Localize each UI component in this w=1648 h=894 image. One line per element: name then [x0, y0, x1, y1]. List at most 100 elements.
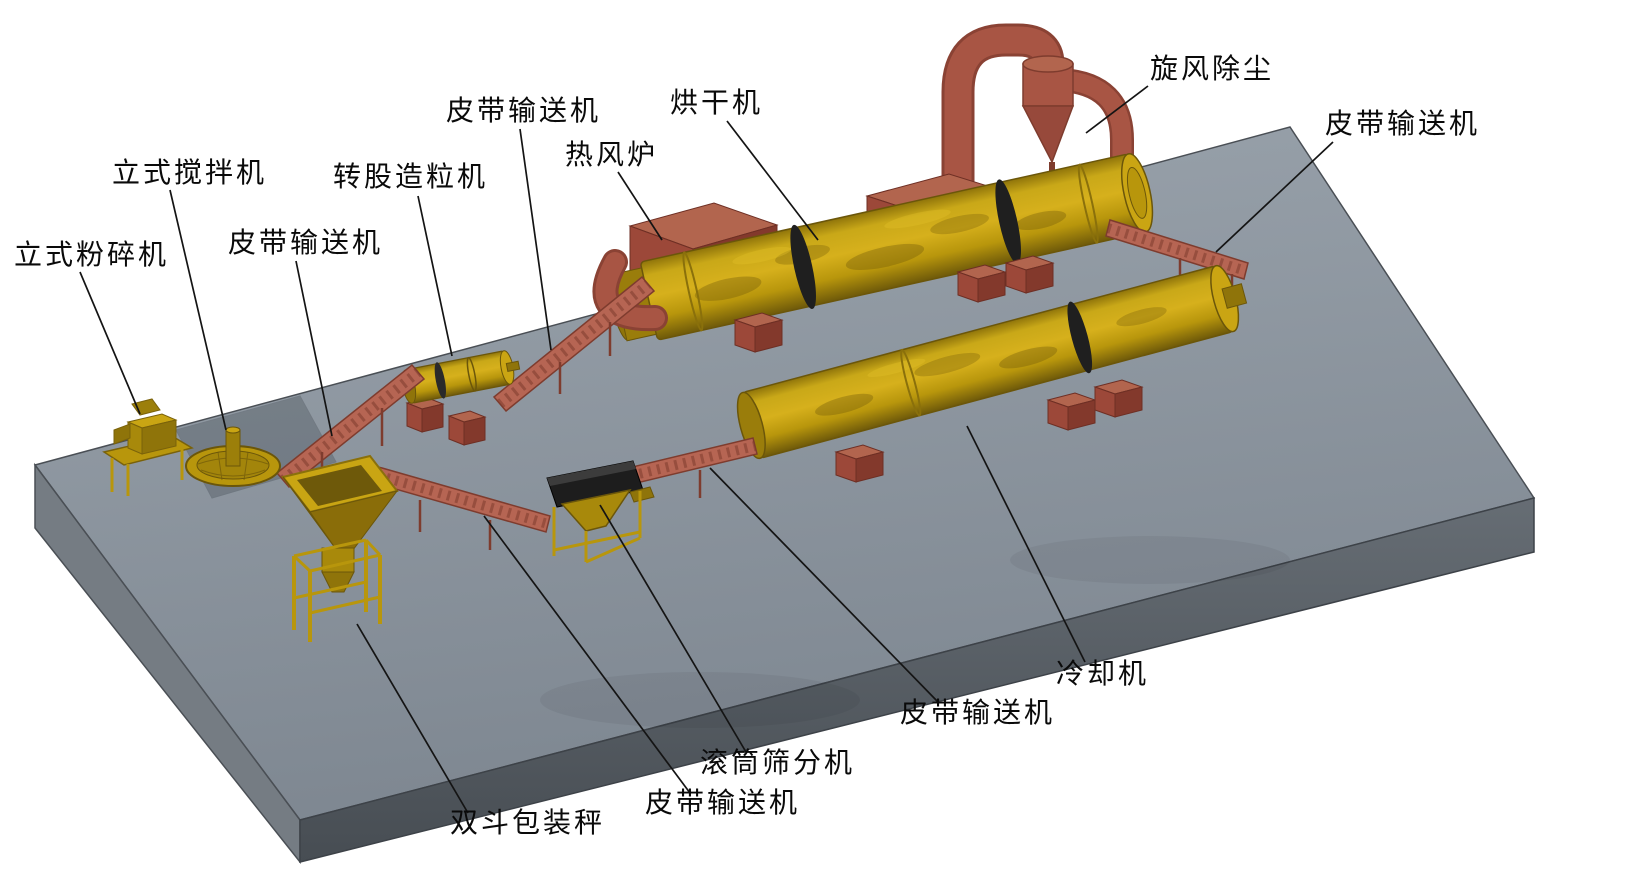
stand-rail [292, 554, 312, 573]
mixer-post [225, 429, 241, 467]
support-block [1093, 379, 1144, 418]
leader-line [599, 504, 747, 753]
cyclone-cone [1021, 105, 1075, 164]
block-side [977, 271, 1006, 303]
rotary-dryer [609, 152, 1154, 342]
shell-highlight [884, 209, 951, 229]
support-block [447, 410, 487, 446]
label-vertical-mixer: 立式搅拌机 [112, 157, 267, 431]
shell-highlight [732, 246, 792, 265]
label-cyclone-dust-collector: 旋风除尘 [1085, 53, 1274, 134]
label-belt-conveyor-4: 皮带输送机 [709, 467, 1055, 729]
block-side [463, 416, 486, 446]
label-text: 冷却机 [1056, 658, 1149, 690]
shell-texture [1116, 307, 1167, 327]
label-text: 皮带输送机 [645, 787, 800, 819]
leader-line [417, 195, 453, 357]
label-hot-air-furnace: 热风炉 [565, 139, 663, 241]
label-vertical-crusher: 立式粉碎机 [14, 239, 169, 415]
shell-seam [682, 251, 704, 332]
leader-line [709, 467, 939, 703]
granulator-shaft [505, 360, 521, 372]
shell-texture [1015, 210, 1067, 231]
shell-texture [914, 352, 981, 377]
riding-ring [1067, 301, 1093, 374]
belt-truss [350, 463, 550, 529]
label-text: 烘干机 [670, 87, 763, 119]
label-belt-conveyor-5: 皮带输送机 [483, 515, 800, 819]
shell-seam [900, 348, 922, 417]
leader-line [169, 189, 227, 431]
platform-stain [1010, 536, 1290, 584]
shell-texture [999, 346, 1058, 369]
leader-line [617, 171, 663, 241]
riding-ring [995, 179, 1022, 264]
cooler-left-cap [736, 391, 766, 460]
belt-frame [492, 275, 656, 413]
label-rotary-cooler: 冷却机 [966, 425, 1149, 690]
belt-conveyor-2 [492, 275, 656, 413]
rotary-cooler [736, 264, 1248, 460]
crusher-chute [113, 423, 131, 445]
cyclone-top [1022, 55, 1074, 73]
label-text: 皮带输送机 [1325, 108, 1480, 140]
shell-seam [1077, 163, 1099, 244]
label-text: 立式粉碎机 [14, 239, 169, 271]
label-text: 热风炉 [565, 139, 658, 171]
cooler-outlet-stub [1221, 283, 1248, 309]
riding-ring [790, 224, 816, 309]
label-double-hopper-packing-scale: 双斗包装秤 [356, 623, 602, 839]
leader-line [1215, 141, 1334, 253]
label-drum-screener: 滚筒筛分机 [599, 504, 852, 779]
label-text: 旋风除尘 [1150, 53, 1274, 85]
shell-texture [815, 393, 874, 416]
leader-line [295, 260, 333, 437]
label-text: 皮带输送机 [228, 227, 383, 259]
shell-texture [694, 276, 762, 301]
shell-texture [845, 243, 925, 271]
vertical-crusher [102, 398, 194, 496]
dryer-outlet-hub [1126, 166, 1148, 219]
shell-texture [930, 213, 989, 235]
support-block [1046, 392, 1097, 431]
crusher-body-side [141, 419, 177, 455]
shell-seam [466, 356, 477, 392]
cyclone-riser-pipe [944, 26, 1062, 192]
label-text: 皮带输送机 [900, 697, 1055, 729]
support-block [956, 264, 1007, 303]
stand-rail [364, 538, 382, 557]
label-text: 转股造粒机 [333, 161, 488, 193]
labels-layer: 立式粉碎机 立式搅拌机 皮带输送机 转股造粒机 皮带输送机 热风炉 烘干机 旋 [14, 53, 1480, 839]
support-block [405, 397, 445, 433]
block-side [421, 403, 444, 433]
screener-hopper [560, 488, 632, 532]
support-block [733, 312, 784, 353]
support-block [1004, 255, 1055, 294]
stand-rail [309, 595, 381, 615]
block-side [1067, 399, 1096, 431]
leader-line [966, 425, 1086, 663]
platform-stain [540, 672, 860, 728]
shell-highlight [867, 358, 926, 378]
drum-screener [546, 460, 655, 564]
belt-truss [279, 368, 422, 484]
screener-brace [585, 536, 641, 564]
screener-chute [629, 486, 655, 503]
label-belt-conveyor-3: 皮带输送机 [1215, 108, 1480, 253]
stand-rail [293, 538, 367, 558]
stand-rail [309, 553, 381, 573]
cyclone-outlet-pipe [1061, 70, 1132, 172]
packer-hopper-interior [297, 465, 382, 506]
block-side [1025, 262, 1054, 294]
block-side [1114, 386, 1143, 418]
mixer-post-top [225, 426, 241, 434]
leader-line [483, 515, 691, 794]
label-belt-conveyor-2: 皮带输送机 [446, 95, 598, 351]
label-text: 立式搅拌机 [112, 157, 267, 189]
leader-line [356, 623, 469, 814]
leader-line [519, 128, 552, 351]
cyclone-dust-collector [941, 23, 1134, 192]
stand-rail [293, 580, 367, 600]
